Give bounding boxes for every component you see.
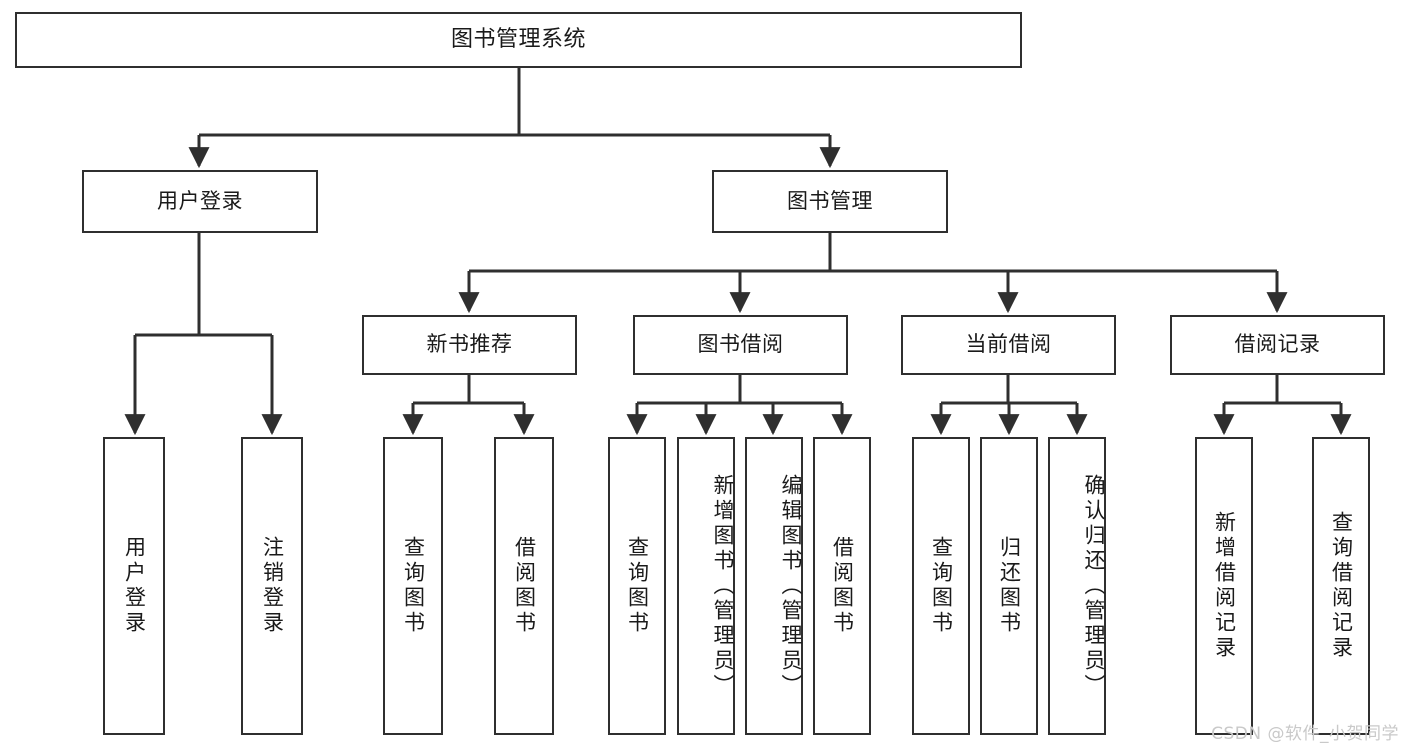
node-leaf-logout-label: 注销登录 [260,536,285,636]
node-book-manage-label: 图书管理 [787,188,873,213]
node-current-borrow[interactable]: 当前借阅 [901,315,1116,375]
node-leaf-borrow-book-2-label: 借阅图书 [830,536,855,636]
node-leaf-add-record-label: 新增借阅记录 [1212,511,1237,661]
node-root-label: 图书管理系统 [450,26,586,52]
node-borrow-record-label: 借阅记录 [1234,332,1321,357]
node-current-borrow-label: 当前借阅 [965,332,1052,357]
node-leaf-add-book-label: 新增图书（管理员） [711,473,735,699]
watermark-label: CSDN @软件_小贺同学 [1211,724,1399,744]
node-leaf-borrow-book-1[interactable]: 借阅图书 [494,437,554,735]
node-user-login[interactable]: 用户登录 [82,170,318,233]
node-leaf-logout[interactable]: 注销登录 [241,437,303,735]
node-leaf-borrow-book-2[interactable]: 借阅图书 [813,437,871,735]
node-leaf-user-login-label: 用户登录 [122,536,147,636]
node-leaf-return-book[interactable]: 归还图书 [980,437,1038,735]
node-user-login-label: 用户登录 [157,188,243,213]
node-leaf-return-book-label: 归还图书 [997,536,1022,636]
node-book-borrow-label: 图书借阅 [697,332,784,357]
node-borrow-record[interactable]: 借阅记录 [1170,315,1385,375]
node-new-book-recommend-label: 新书推荐 [426,332,513,357]
node-leaf-edit-book[interactable]: 编辑图书（管理员） [745,437,803,735]
node-leaf-confirm-return[interactable]: 确认归还（管理员） [1048,437,1106,735]
node-book-manage[interactable]: 图书管理 [712,170,948,233]
node-leaf-query-book-2-label: 查询图书 [625,536,650,636]
node-leaf-query-book-2[interactable]: 查询图书 [608,437,666,735]
node-leaf-query-book-1-label: 查询图书 [401,536,426,636]
node-leaf-query-record-label: 查询借阅记录 [1329,511,1354,661]
node-leaf-user-login[interactable]: 用户登录 [103,437,165,735]
node-leaf-query-book-1[interactable]: 查询图书 [383,437,443,735]
node-book-borrow[interactable]: 图书借阅 [633,315,848,375]
node-leaf-query-book-3[interactable]: 查询图书 [912,437,970,735]
node-new-book-recommend[interactable]: 新书推荐 [362,315,577,375]
node-leaf-query-book-3-label: 查询图书 [929,536,954,636]
node-leaf-confirm-return-label: 确认归还（管理员） [1082,473,1106,699]
node-root[interactable]: 图书管理系统 [15,12,1022,68]
node-leaf-borrow-book-1-label: 借阅图书 [512,536,537,636]
node-leaf-query-record[interactable]: 查询借阅记录 [1312,437,1370,735]
node-leaf-add-book[interactable]: 新增图书（管理员） [677,437,735,735]
node-leaf-add-record[interactable]: 新增借阅记录 [1195,437,1253,735]
node-leaf-edit-book-label: 编辑图书（管理员） [779,473,803,699]
